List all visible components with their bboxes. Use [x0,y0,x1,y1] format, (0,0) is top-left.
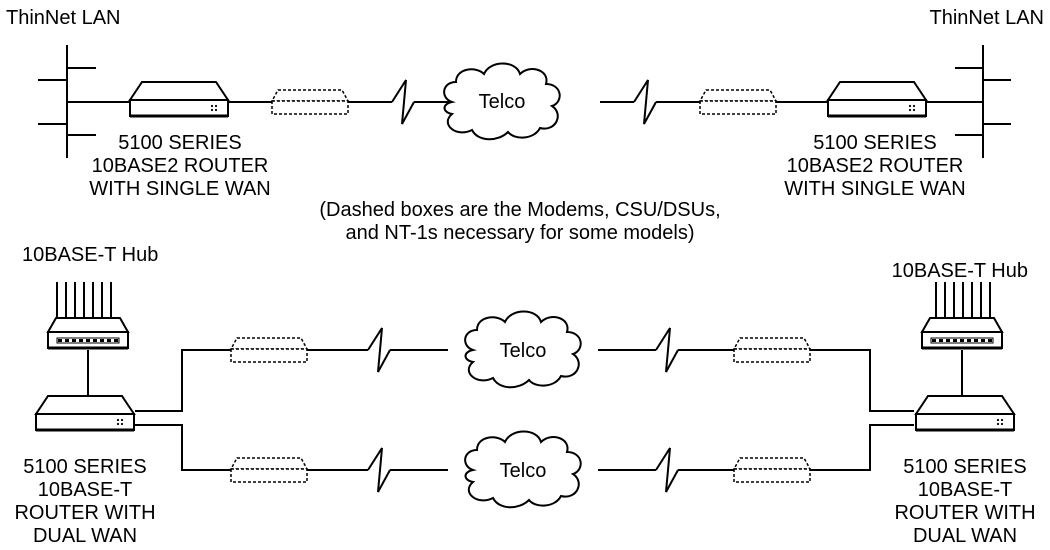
left-hub-label: 10BASE-T Hub [22,244,159,266]
bottom-left-dashed-modem-2 [230,457,308,483]
top-left-router [128,80,230,118]
wan-line-2 [135,424,914,493]
left-lan-label: ThinNet LAN [6,7,121,29]
left-hub [46,316,130,350]
top-right-router-label: 5100 SERIES 10BASE2 ROUTER WITH SINGLE W… [784,132,966,200]
bottom-left-dashed-modem-1 [230,337,308,363]
wan-line-1 [135,327,914,412]
top-left-dashed-modem [271,89,349,115]
top-cloud-label: Telco [479,91,526,113]
top-right-router [826,80,928,118]
right-lan-label: ThinNet LAN [929,7,1045,29]
bottom-right-dashed-modem-1 [733,337,811,363]
top-right-dashed-modem [699,89,777,115]
bottom-left-router [34,394,136,432]
bottom-right-router-label: 5100 SERIES 10BASE-T ROUTER WITH DUAL WA… [894,456,1036,547]
bottom-right-dashed-modem-2 [733,457,811,483]
right-hub-label: 10BASE-T Hub [891,260,1028,282]
dashed-box-note: (Dashed boxes are the Modems, CSU/DSUs, … [319,199,721,244]
right-hub [920,316,1004,350]
bottom-right-router [914,394,1016,432]
right-hub-ports [935,282,991,318]
top-left-router-label: 5100 SERIES 10BASE2 ROUTER WITH SINGLE W… [89,132,271,200]
left-hub-ports [56,282,112,318]
bottom-cloud-label-1: Telco [500,340,547,362]
bottom-cloud-label-2: Telco [500,460,547,482]
bottom-left-router-label: 5100 SERIES 10BASE-T ROUTER WITH DUAL WA… [14,456,156,547]
